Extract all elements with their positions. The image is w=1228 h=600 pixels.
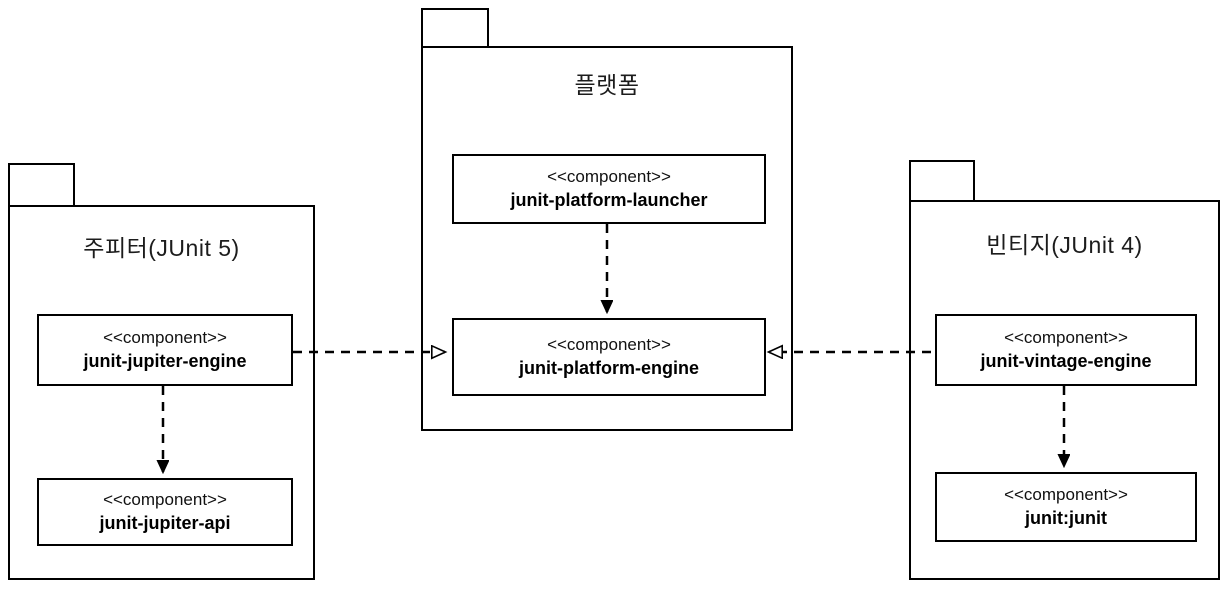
component-name: junit-platform-engine: [519, 358, 699, 378]
stereotype-label: <<component>>: [103, 490, 227, 509]
package-platform: 플랫폼 <<component>> junit-platform-launche…: [421, 46, 793, 431]
component-junit-platform-launcher: <<component>> junit-platform-launcher: [452, 154, 766, 224]
component-name: junit-jupiter-api: [99, 513, 231, 533]
package-jupiter: 주피터(JUnit 5) <<component>> junit-jupiter…: [8, 205, 315, 580]
package-tab-platform: [421, 8, 489, 48]
component-junit-jupiter-engine: <<component>> junit-jupiter-engine: [37, 314, 293, 386]
stereotype-label: <<component>>: [103, 328, 227, 347]
component-junit-junit: <<component>> junit:junit: [935, 472, 1197, 542]
package-title-platform: 플랫폼: [574, 72, 640, 98]
package-title-jupiter: 주피터(JUnit 5): [83, 235, 240, 261]
stereotype-label: <<component>>: [547, 167, 671, 186]
component-junit-platform-engine: <<component>> junit-platform-engine: [452, 318, 766, 396]
package-tab-vintage: [909, 160, 975, 202]
stereotype-label: <<component>>: [1004, 485, 1128, 504]
component-junit-jupiter-api: <<component>> junit-jupiter-api: [37, 478, 293, 546]
stereotype-label: <<component>>: [1004, 328, 1128, 347]
component-junit-vintage-engine: <<component>> junit-vintage-engine: [935, 314, 1197, 386]
stereotype-label: <<component>>: [547, 335, 671, 354]
component-name: junit-vintage-engine: [980, 351, 1152, 371]
package-tab-jupiter: [8, 163, 75, 207]
component-name: junit:junit: [1025, 508, 1107, 528]
package-title-vintage: 빈티지(JUnit 4): [986, 232, 1143, 258]
component-name: junit-platform-launcher: [510, 190, 708, 210]
component-name: junit-jupiter-engine: [83, 351, 247, 371]
package-vintage: 빈티지(JUnit 4) <<component>> junit-vintage…: [909, 200, 1220, 580]
